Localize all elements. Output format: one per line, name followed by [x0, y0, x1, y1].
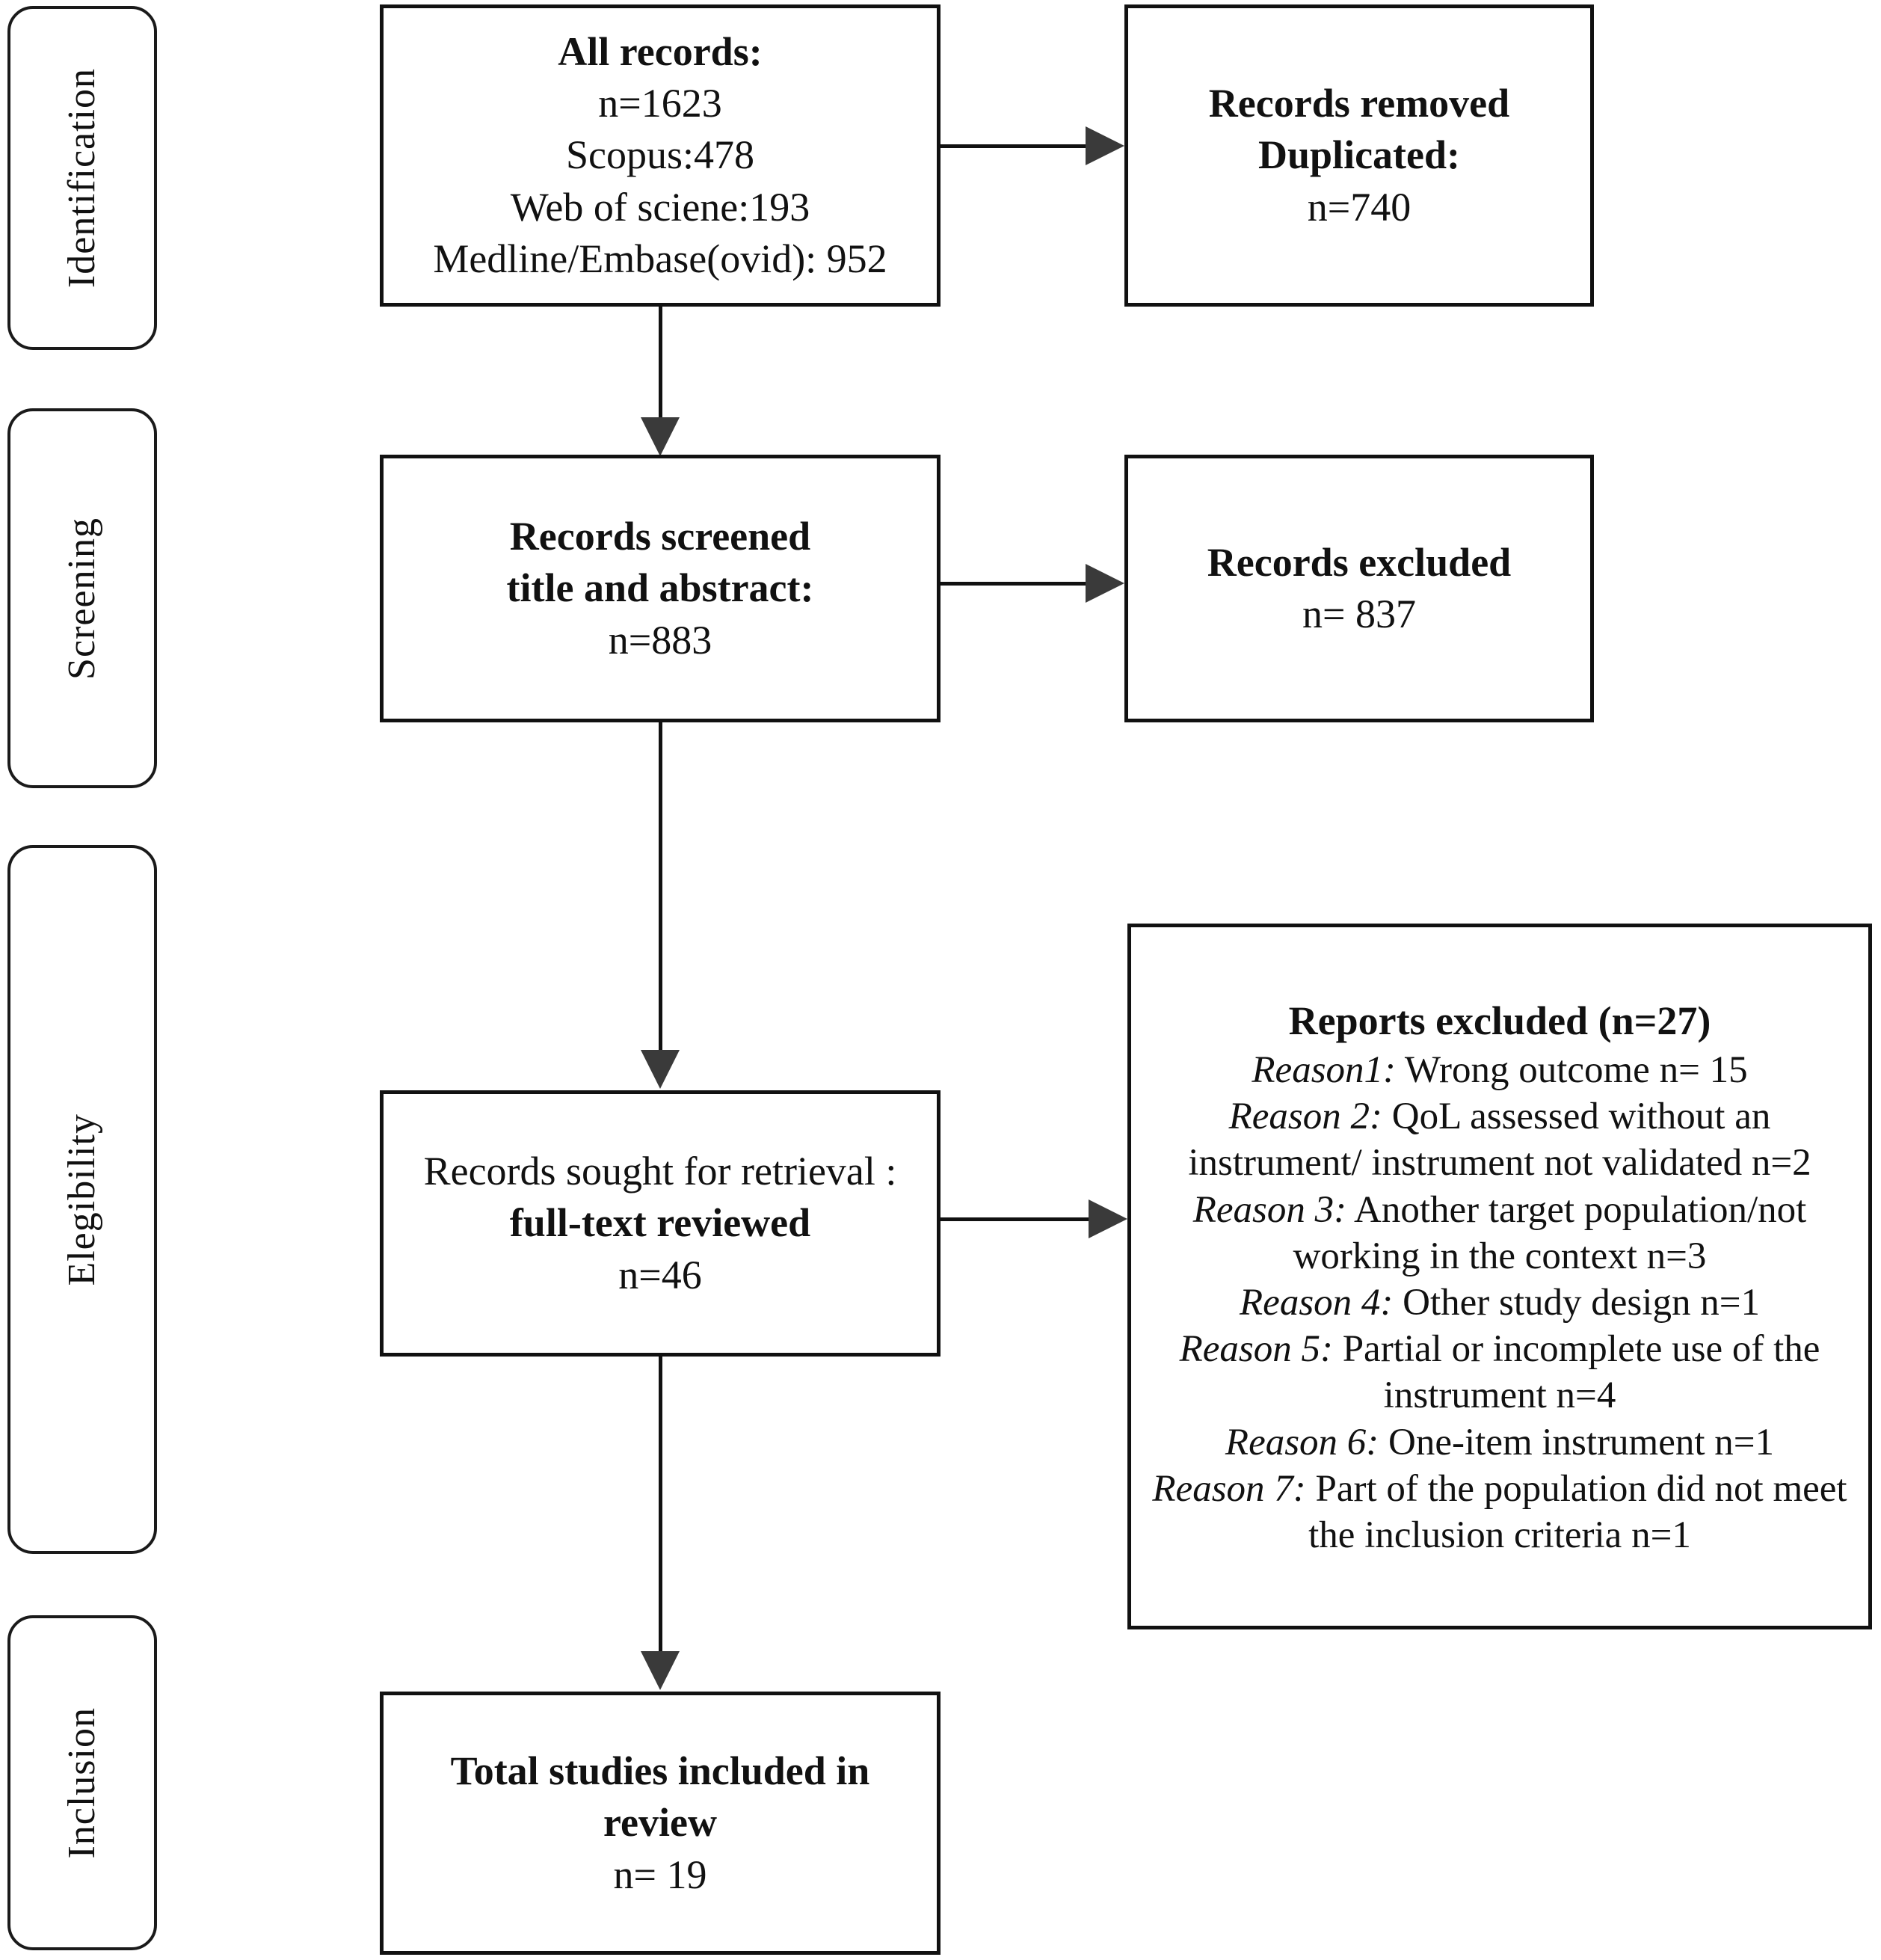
reason-label: Reason 3:: [1192, 1188, 1347, 1231]
records-screened-count: n=883: [608, 617, 712, 663]
records-screened-heading-line1: Records screened: [509, 514, 811, 559]
all-records-medline-embase: Medline/Embase(ovid): 952: [433, 236, 887, 281]
reason-label: Reason 7:: [1152, 1467, 1306, 1510]
reports-excluded-reason-2: Reason 2: QoL assessed without an instru…: [1145, 1093, 1855, 1186]
total-included-heading-line2: review: [603, 1800, 717, 1846]
stage-rail-eligibility: Elegibility: [7, 845, 157, 1554]
connector-line: [659, 722, 662, 1054]
box-records-removed: Records removed Duplicated: n=740: [1124, 4, 1594, 307]
all-records-web-of-science: Web of sciene:193: [510, 184, 810, 230]
connector-line: [659, 307, 662, 423]
arrow-head-right-icon: [1086, 126, 1124, 165]
records-screened-heading-line2: title and abstract:: [506, 565, 814, 611]
reason-text: Other study design n=1: [1403, 1281, 1760, 1324]
records-removed-heading-line1: Records removed: [1208, 81, 1510, 126]
reason-text: Partial or incomplete use of the instrum…: [1342, 1328, 1820, 1417]
box-records-screened: Records screened title and abstract: n=8…: [380, 455, 941, 722]
stage-rail-screening: Screening: [7, 408, 157, 788]
reports-excluded-reason-7: Reason 7: Part of the population did not…: [1145, 1466, 1855, 1558]
reason-label: Reason 4:: [1240, 1281, 1394, 1324]
reason-text: Part of the population did not meet the …: [1308, 1467, 1847, 1557]
stage-label-eligibility: Elegibility: [61, 1113, 103, 1286]
connector-line: [941, 1217, 1092, 1221]
total-included-heading-line1: Total studies included in: [450, 1748, 870, 1794]
reports-excluded-reason-3: Reason 3: Another target population/not …: [1145, 1187, 1855, 1279]
arrow-head-down-icon: [641, 1651, 680, 1690]
connector-line: [941, 582, 1089, 586]
connector-line: [941, 144, 1089, 148]
records-sought-subheading: full-text reviewed: [509, 1200, 811, 1246]
reports-excluded-reason-4: Reason 4: Other study design n=1: [1145, 1279, 1855, 1326]
box-reports-excluded: Reports excluded (n=27) Reason1: Wrong o…: [1127, 924, 1872, 1629]
records-excluded-count: n= 837: [1302, 592, 1416, 636]
stage-rail-inclusion: Inclusion: [7, 1615, 157, 1950]
stage-rail-identification: Identification: [7, 6, 157, 350]
total-included-count: n= 19: [613, 1852, 707, 1897]
connector-line: [659, 1357, 662, 1656]
records-removed-heading-line2: Duplicated:: [1258, 132, 1460, 178]
stage-label-identification: Identification: [61, 67, 103, 289]
box-total-studies-included: Total studies included in review n= 19: [380, 1692, 941, 1955]
arrow-head-down-icon: [641, 1050, 680, 1089]
all-records-scopus: Scopus:478: [565, 132, 755, 178]
all-records-total: n=1623: [598, 81, 722, 126]
all-records-heading: All records:: [558, 29, 763, 75]
records-sought-heading: Records sought for retrieval :: [423, 1149, 897, 1194]
stage-label-screening: Screening: [61, 517, 103, 680]
reason-text: Wrong outcome n= 15: [1404, 1048, 1748, 1091]
reason-label: Reason 5:: [1179, 1328, 1333, 1371]
reason-label: Reason1:: [1252, 1048, 1397, 1091]
arrow-head-right-icon: [1089, 1199, 1127, 1238]
records-excluded-heading: Records excluded: [1207, 539, 1512, 585]
reason-label: Reason 2:: [1228, 1096, 1382, 1138]
arrow-head-down-icon: [641, 417, 680, 456]
reports-excluded-reason-5: Reason 5: Partial or incomplete use of t…: [1145, 1326, 1855, 1419]
reason-label: Reason 6:: [1225, 1421, 1379, 1463]
reason-text: One-item instrument n=1: [1388, 1421, 1775, 1463]
reports-excluded-reason-1: Reason1: Wrong outcome n= 15: [1145, 1047, 1855, 1093]
box-records-excluded: Records excluded n= 837: [1124, 455, 1594, 722]
reports-excluded-title: Reports excluded (n=27): [1288, 998, 1711, 1043]
box-all-records: All records: n=1623 Scopus:478 Web of sc…: [380, 4, 941, 307]
stage-label-inclusion: Inclusion: [61, 1706, 103, 1859]
reason-text: Another target population/not working in…: [1293, 1188, 1807, 1277]
records-sought-count: n=46: [618, 1252, 702, 1297]
records-removed-count: n=740: [1307, 184, 1411, 230]
box-records-sought-for-retrieval: Records sought for retrieval : full-text…: [380, 1090, 941, 1357]
reason-text: QoL assessed without an instrument/ inst…: [1188, 1096, 1811, 1185]
reports-excluded-reason-6: Reason 6: One-item instrument n=1: [1145, 1419, 1855, 1466]
arrow-head-right-icon: [1086, 564, 1124, 603]
